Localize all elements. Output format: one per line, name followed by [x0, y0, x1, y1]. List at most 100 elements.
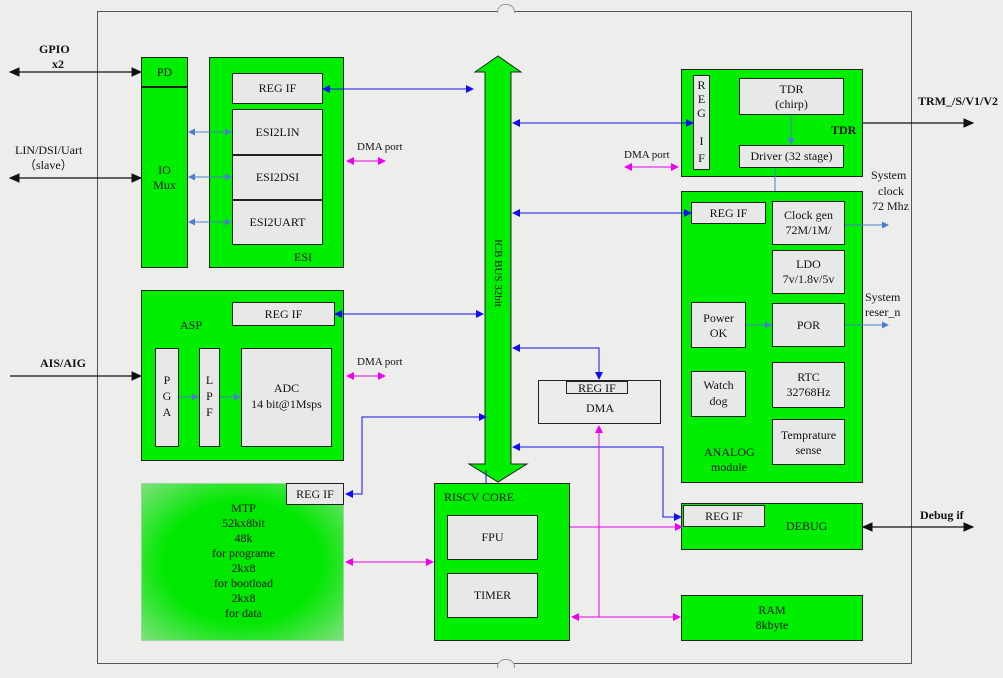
clock-gen-block[interactable]: Clock gen 72M/1M/: [772, 201, 845, 245]
mtp-line-7: 2kx8: [231, 591, 256, 605]
ram-size: 8kbyte: [755, 618, 789, 632]
tdr-reg-if-i: I: [699, 134, 704, 148]
dma-reg-if[interactable]: REG IF: [566, 381, 628, 394]
dma-bus-link: [512, 344, 603, 380]
io-mux-block[interactable]: IO Mux: [141, 87, 188, 268]
tdr-core[interactable]: TDR (chirp): [739, 78, 844, 115]
esi-label: ESI: [294, 250, 312, 264]
rtc-block[interactable]: RTC 32768Hz: [772, 362, 845, 408]
timer-block[interactable]: TIMER: [447, 573, 538, 618]
debug-label: DEBUG: [786, 519, 828, 533]
watchdog-label: Watch: [703, 378, 734, 392]
adc-spec: 14 bit@1Msps: [251, 397, 322, 411]
watchdog-label-2: dog: [709, 394, 728, 408]
mtp-line-6: for bootload: [214, 576, 273, 590]
power-ok-label-2: OK: [709, 326, 728, 340]
ram-block[interactable]: RAM 8kbyte: [681, 595, 863, 641]
lpf-p: P: [206, 389, 213, 403]
ldo-label: LDO: [796, 257, 821, 271]
lpf-f: F: [206, 405, 213, 419]
ldo-block[interactable]: LDO 7v/1.8v/5v: [772, 250, 845, 294]
por-label: POR: [796, 317, 821, 332]
system-clock-label-2: clock: [878, 184, 904, 198]
clock-gen-label: Clock gen: [784, 208, 833, 222]
pga-a: A: [162, 405, 172, 419]
io-mux-label-2: Mux: [153, 178, 176, 192]
mtp-line-5: 2kx8: [231, 561, 256, 575]
esi-dma-port-label: DMA port: [357, 141, 403, 153]
mtp-reg-if[interactable]: REG IF: [286, 483, 344, 505]
pd-label: PD: [156, 64, 173, 79]
lpf-block[interactable]: L P F: [199, 348, 220, 447]
tdr-chirp-label: (chirp): [775, 97, 808, 111]
mtp-line-2: 52kx8bit: [222, 516, 265, 530]
rtc-freq: 32768Hz: [786, 385, 831, 399]
temperature-label-2: sense: [795, 443, 822, 457]
lin-slave-label: （slave）: [24, 158, 73, 172]
asp-label: ASP: [180, 318, 203, 332]
analog-reg-if[interactable]: REG IF: [691, 202, 766, 224]
tdr-reg-if-g: G: [697, 106, 706, 120]
mtp-line-1: MTP: [231, 501, 256, 515]
dma-label: DMA: [585, 401, 614, 415]
fpu-block[interactable]: FPU: [447, 515, 538, 560]
tdr-reg-if[interactable]: R E G I F: [693, 75, 710, 170]
ram-label: RAM: [758, 603, 786, 617]
pga-g: G: [162, 389, 172, 403]
tdr-reg-if-e: E: [697, 92, 706, 106]
gpio-x2-label: x2: [52, 57, 64, 71]
lpf-l: L: [205, 373, 214, 387]
system-clock-label-3: 72 Mhz: [872, 199, 909, 213]
power-ok-block[interactable]: Power OK: [691, 302, 746, 348]
system-reset-label-1: System: [865, 290, 901, 304]
watchdog-block[interactable]: Watch dog: [691, 371, 746, 417]
esi-reg-if-label: REG IF: [258, 81, 297, 95]
analog-label: ANALOG: [704, 445, 755, 459]
io-mux-label: IO: [158, 163, 171, 177]
lin-label: LIN/DSI/Uart: [15, 143, 83, 157]
esi2uart-block[interactable]: ESI2UART: [232, 200, 323, 245]
mtp-line-3: 48k: [234, 531, 253, 545]
ldo-volt: 7v/1.8v/5v: [782, 272, 835, 286]
dma-riscv-link: [571, 425, 603, 621]
system-clock-label-1: System: [871, 168, 907, 182]
tdr-driver[interactable]: Driver (32 stage): [739, 145, 844, 168]
por-block[interactable]: POR: [772, 303, 845, 347]
tdr-reg-if-r: R: [697, 78, 706, 92]
top-notch: [497, 4, 515, 13]
icb-bus-label: ICB BUS 32bit: [492, 239, 504, 307]
analog-module-label: module: [711, 460, 747, 474]
tdr-core-label: TDR: [779, 82, 804, 96]
adc-label: ADC: [273, 381, 300, 395]
esi2uart-label: ESI2UART: [249, 215, 306, 229]
pga-p: P: [163, 373, 171, 387]
asp-dma-port-label: DMA port: [357, 356, 403, 368]
esi2dsi-label: ESI2DSI: [255, 170, 300, 184]
timer-label: TIMER: [473, 588, 512, 602]
debug-reg-if[interactable]: REG IF: [683, 505, 765, 527]
temperature-label: Temprature: [780, 428, 837, 442]
tdr-dma-port-label: DMA port: [624, 149, 670, 161]
debug-reg-if-label: REG IF: [705, 508, 743, 523]
temperature-sense-block[interactable]: Temprature sense: [772, 419, 845, 465]
bottom-notch: [497, 659, 515, 668]
ais-label: AIS/AIG: [40, 356, 87, 370]
mtp-reg-if-label: REG IF: [296, 486, 334, 501]
esi2dsi-block[interactable]: ESI2DSI: [232, 155, 323, 200]
system-reset-label-2: reser_n: [865, 305, 901, 319]
debug-bus-link: [512, 443, 682, 521]
adc-block[interactable]: ADC 14 bit@1Msps: [241, 348, 332, 447]
pga-block[interactable]: P G A: [155, 348, 179, 447]
gpio-label: GPIO: [39, 42, 70, 56]
esi2lin-block[interactable]: ESI2LIN: [232, 109, 323, 155]
debug-if-label: Debug if: [920, 508, 964, 522]
esi2lin-label: ESI2LIN: [255, 124, 300, 139]
mtp-line-4: for programe: [212, 546, 275, 560]
mtp-block[interactable]: MTP 52kx8bit 48k for programe 2kx8 for b…: [141, 483, 344, 641]
mtp-line-8: for data: [225, 606, 262, 620]
asp-reg-if-label: REG IF: [264, 306, 303, 321]
esi-reg-if[interactable]: REG IF: [232, 73, 323, 104]
analog-reg-if-label: REG IF: [709, 205, 748, 220]
power-ok-label: Power: [703, 311, 734, 325]
